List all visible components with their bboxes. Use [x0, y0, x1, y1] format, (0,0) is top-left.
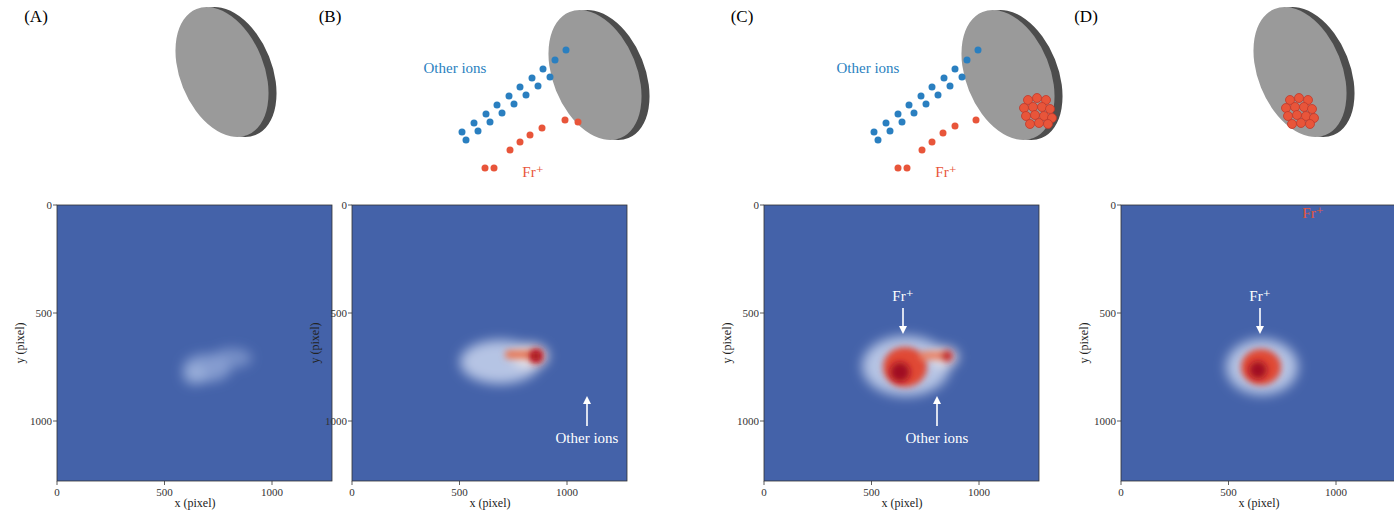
annotation: Fr⁺ [892, 288, 913, 305]
tick-label: 500 [1220, 486, 1237, 498]
tick-label: 500 [863, 486, 880, 498]
tick-label: 0 [1118, 486, 1124, 498]
axis-title: y (pixel) [721, 323, 734, 364]
tick-label: 500 [331, 307, 348, 319]
plot-frame [53, 205, 1394, 485]
tick-label: 0 [54, 486, 60, 498]
axis-title: x (pixel) [175, 497, 216, 510]
tick-label: 0 [761, 486, 767, 498]
tick-label: 1000 [968, 486, 990, 498]
tick-label: 0 [342, 199, 348, 211]
panel-letter: (D) [1074, 8, 1098, 27]
tick-label: 1000 [737, 415, 759, 427]
ion-label: Fr⁺ [935, 164, 956, 181]
panel-letter: (B) [319, 8, 342, 27]
heatmap [1121, 205, 1394, 481]
fr-ion-dots [895, 117, 980, 172]
ion-label: Fr⁺ [1302, 205, 1323, 222]
tick-label: 0 [349, 486, 355, 498]
target-disc [1236, 0, 1373, 151]
fr-ion-cluster [1020, 94, 1057, 129]
tick-label: 1000 [325, 415, 347, 427]
heatmap [352, 205, 627, 481]
ion-label: Fr⁺ [522, 164, 543, 181]
tick-label: 1000 [1094, 415, 1116, 427]
axis-title: y (pixel) [14, 323, 27, 364]
panel-letter: (C) [731, 8, 754, 27]
tick-label: 500 [451, 486, 468, 498]
tick-label: 1000 [1325, 486, 1347, 498]
annotation-arrow [587, 308, 1260, 426]
annotation: Other ions [906, 430, 969, 447]
ion-label: Other ions [837, 60, 900, 77]
tick-label: 500 [156, 486, 173, 498]
tick-label: 500 [1100, 307, 1117, 319]
tick-label: 0 [47, 199, 53, 211]
target-disc [944, 0, 1081, 154]
ion-label: Other ions [424, 60, 487, 77]
heatmap [764, 205, 1039, 481]
tick-label: 500 [743, 307, 760, 319]
tick-label: 500 [36, 307, 53, 319]
annotation: Other ions [556, 430, 619, 447]
axis-title: y (pixel) [1078, 323, 1091, 364]
tick-label: 1000 [261, 486, 283, 498]
axis-title: x (pixel) [1239, 497, 1280, 510]
axis-title: x (pixel) [470, 497, 511, 510]
tick-label: 1000 [30, 415, 52, 427]
tick-label: 0 [1111, 199, 1117, 211]
target-disc [158, 0, 295, 151]
fr-ion-cluster [1282, 94, 1319, 129]
tick-label: 0 [754, 199, 760, 211]
axis-title: x (pixel) [882, 497, 923, 510]
annotation: Fr⁺ [1249, 288, 1270, 305]
axis-title: y (pixel) [309, 323, 322, 364]
heatmap [57, 205, 332, 481]
panel-letter: (A) [24, 8, 48, 27]
target-disc [531, 0, 668, 154]
tick-label: 1000 [556, 486, 578, 498]
fr-ion-dots [482, 117, 582, 172]
